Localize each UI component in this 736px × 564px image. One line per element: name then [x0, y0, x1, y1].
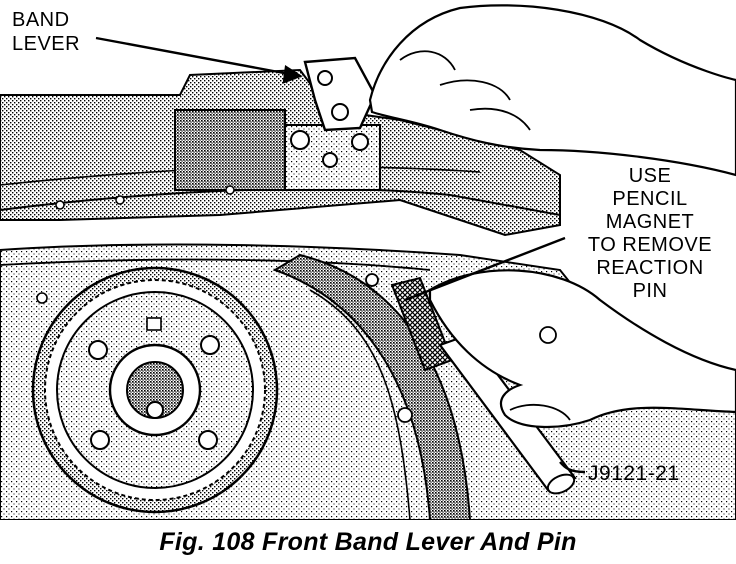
technical-illustration — [0, 4, 736, 520]
band-lever-callout: BAND LEVER — [12, 9, 81, 55]
figure-id-leader — [559, 461, 586, 474]
pencil-magnet-callout: USE PENCIL MAGNET TO REMOVE REACTION PIN — [587, 165, 713, 302]
band-lever — [303, 56, 377, 132]
band-lever-arrowhead — [282, 64, 303, 84]
callout-leaders — [95, 36, 586, 474]
figure-caption: Fig. 108 Front Band Lever And Pin — [159, 528, 577, 556]
hand-upper — [368, 4, 736, 177]
figure-id: J9121-21 — [588, 462, 680, 485]
front-clutch-drum — [31, 266, 279, 514]
hand-lower — [428, 269, 736, 428]
pencil-magnet-leader — [404, 236, 566, 302]
front-band — [272, 253, 472, 520]
band-lever-leader — [95, 36, 301, 78]
